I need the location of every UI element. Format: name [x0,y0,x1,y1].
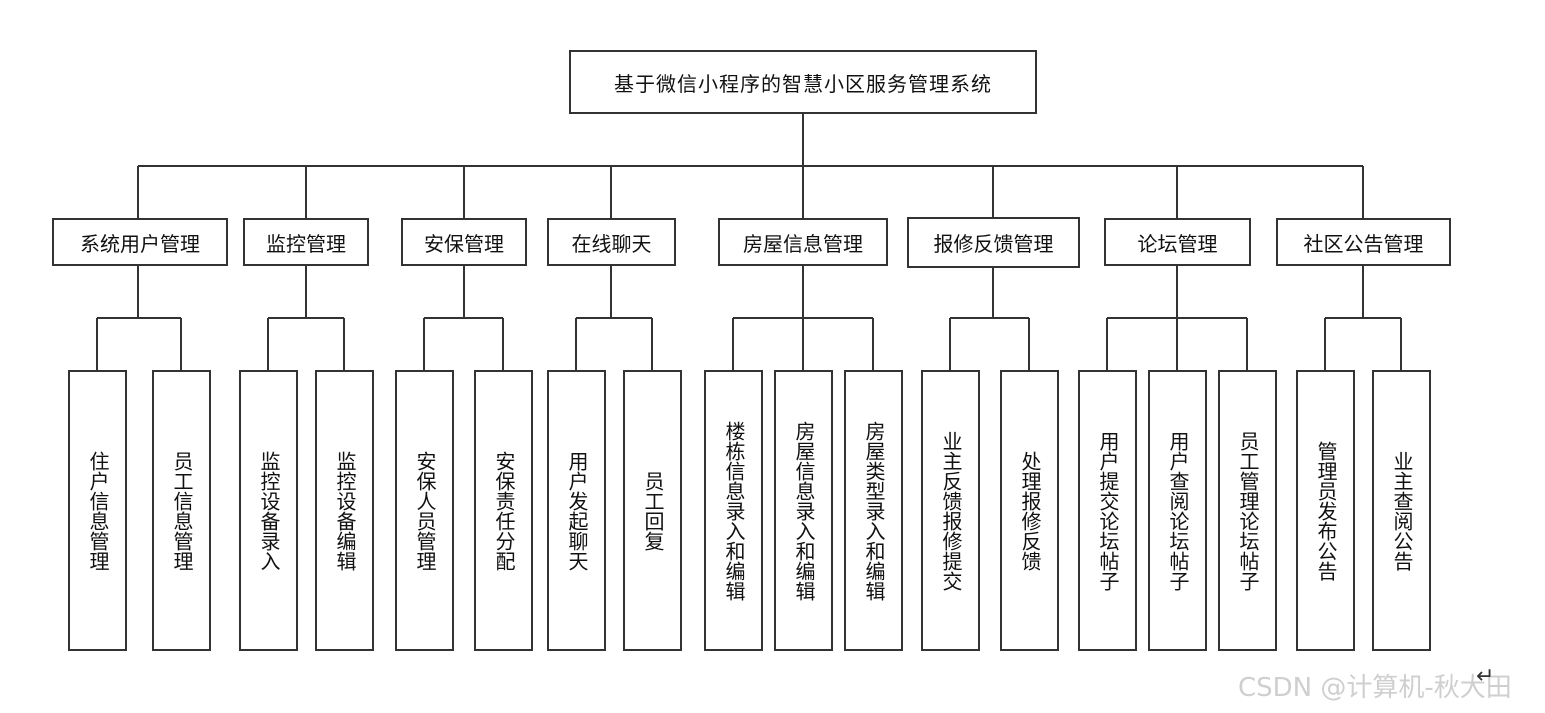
leaf-label: 监控设备编辑 [333,450,357,571]
module-forum: 论坛管理 [1104,218,1251,266]
module-housing: 房屋信息管理 [718,218,888,266]
leaf-house-info: 房屋信息录入和编辑 [774,370,833,651]
module-label: 房屋信息管理 [743,231,863,256]
leaf-user-view-post: 用户查阅论坛帖子 [1148,370,1207,651]
module-label: 论坛管理 [1137,231,1218,256]
leaf-staff-info: 员工信息管理 [152,370,211,651]
leaf-label: 楼栋信息录入和编辑 [722,420,746,601]
leaf-label: 监控设备录入 [257,450,281,571]
leaf-label: 用户发起聊天 [565,450,589,571]
module-security: 安保管理 [401,218,527,266]
leaf-label: 员工管理论坛帖子 [1236,430,1260,591]
module-label: 监控管理 [266,231,346,256]
leaf-label: 管理员发布公告 [1314,440,1338,581]
leaf-label: 安保人员管理 [413,450,437,571]
leaf-label: 房屋信息录入和编辑 [792,420,816,601]
leaf-label: 员工信息管理 [170,450,194,571]
leaf-label: 处理报修反馈 [1018,450,1042,571]
leaf-label: 用户查阅论坛帖子 [1166,430,1190,591]
leaf-user-submit-post: 用户提交论坛帖子 [1078,370,1137,651]
module-label: 在线聊天 [571,231,652,256]
leaf-owner-repair-submit: 业主反馈报修提交 [921,370,980,651]
module-system-users: 系统用户管理 [52,218,228,266]
leaf-label: 用户提交论坛帖子 [1096,430,1120,591]
leaf-security-duty: 安保责任分配 [474,370,533,651]
leaf-staff-reply: 员工回复 [623,370,682,651]
leaf-label: 安保责任分配 [492,450,516,571]
leaf-security-staff: 安保人员管理 [395,370,454,651]
leaf-label: 住户信息管理 [86,450,110,571]
module-online-chat: 在线聊天 [547,218,676,266]
module-monitoring: 监控管理 [243,218,369,266]
module-label: 社区公告管理 [1303,231,1424,256]
leaf-label: 业主查阅公告 [1390,450,1414,571]
leaf-monitor-device-edit: 监控设备编辑 [315,370,374,651]
leaf-monitor-device-entry: 监控设备录入 [239,370,298,651]
paragraph-return-icon: ↵ [1476,664,1495,689]
leaf-resident-info: 住户信息管理 [68,370,127,651]
leaf-staff-manage-post: 员工管理论坛帖子 [1218,370,1277,651]
leaf-label: 房屋类型录入和编辑 [862,420,886,601]
leaf-handle-repair: 处理报修反馈 [1000,370,1059,651]
leaf-house-type: 房屋类型录入和编辑 [844,370,903,651]
leaf-user-start-chat: 用户发起聊天 [547,370,606,651]
root-node: 基于微信小程序的智慧小区服务管理系统 [569,50,1037,114]
leaf-admin-publish-notice: 管理员发布公告 [1296,370,1355,651]
leaf-label: 业主反馈报修提交 [939,430,963,591]
module-label: 安保管理 [424,231,504,256]
root-title: 基于微信小程序的智慧小区服务管理系统 [614,71,992,96]
module-label: 系统用户管理 [80,231,200,256]
leaf-label: 员工回复 [641,470,665,551]
module-repair-feedback: 报修反馈管理 [907,217,1080,268]
watermark: CSDN @计算机-秋大田 [1238,673,1512,703]
leaf-owner-view-notice: 业主查阅公告 [1372,370,1431,651]
module-community-notice: 社区公告管理 [1276,218,1451,266]
leaf-building-info: 楼栋信息录入和编辑 [704,370,763,651]
module-label: 报修反馈管理 [933,232,1054,256]
